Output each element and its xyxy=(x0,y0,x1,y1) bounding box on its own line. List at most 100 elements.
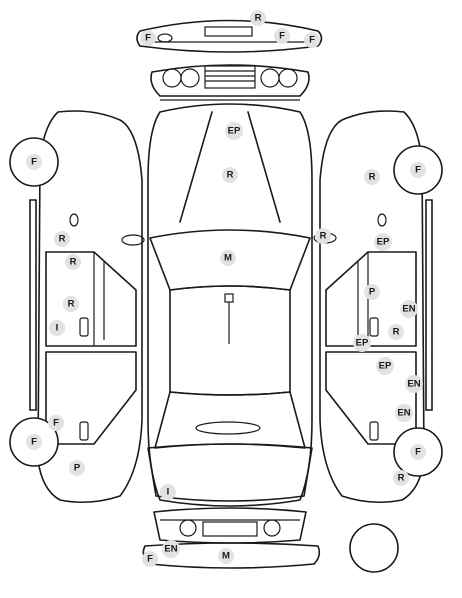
marker-code: F xyxy=(309,35,315,46)
damage-marker-r-rear-wheel: F xyxy=(410,444,426,460)
damage-marker-r-en3: EN xyxy=(395,404,413,422)
damage-marker-fb-f1: F xyxy=(140,30,156,46)
marker-code: EP xyxy=(228,126,241,137)
marker-badge xyxy=(374,233,392,251)
marker-badge xyxy=(353,334,371,352)
marker-badge xyxy=(410,162,426,178)
damage-marker-r-r2: R xyxy=(388,324,404,340)
marker-code: F xyxy=(145,33,151,44)
marker-badge xyxy=(48,415,64,431)
marker-code: EN xyxy=(407,379,420,390)
damage-marker-fb-f2: F xyxy=(274,28,290,44)
damage-marker-r-ep3: EP xyxy=(376,357,394,375)
marker-code: R xyxy=(369,172,376,183)
marker-code: R xyxy=(255,13,262,24)
marker-badge xyxy=(250,10,266,26)
damage-marker-l-f-small: F xyxy=(48,415,64,431)
marker-badge xyxy=(65,254,81,270)
marker-badge xyxy=(54,231,70,247)
damage-marker-hood-r: R xyxy=(222,167,238,183)
marker-code: F xyxy=(147,554,153,565)
damage-marker-r-en1: EN xyxy=(400,300,418,318)
front-bumper xyxy=(136,19,323,53)
marker-badge xyxy=(63,296,79,312)
damage-marker-r-r1: R xyxy=(364,169,380,185)
damage-marker-l-r3: R xyxy=(63,296,79,312)
marker-badge xyxy=(225,122,243,140)
marker-badge xyxy=(315,228,331,244)
marker-badge xyxy=(395,404,413,422)
marker-badge xyxy=(218,548,234,564)
marker-badge xyxy=(393,470,409,486)
marker-code: M xyxy=(222,551,230,562)
damage-marker-l-p: P xyxy=(69,460,85,476)
marker-badge xyxy=(388,324,404,340)
damage-marker-r-ep2: EP xyxy=(353,334,371,352)
marker-badge xyxy=(222,167,238,183)
damage-marker-r-en2: EN xyxy=(405,375,423,393)
marker-badge xyxy=(160,484,176,500)
damage-marker-r-front-wheel: F xyxy=(410,162,426,178)
marker-badge xyxy=(410,444,426,460)
damage-marker-l-i: I xyxy=(49,320,65,336)
marker-code: EN xyxy=(164,544,177,555)
marker-badge xyxy=(376,357,394,375)
marker-badge xyxy=(140,30,156,46)
marker-code: F xyxy=(31,157,37,168)
marker-badge xyxy=(304,32,320,48)
damage-marker-l-front-wheel: F xyxy=(26,154,42,170)
marker-badge xyxy=(364,284,380,300)
damage-marker-rb-f: F xyxy=(142,551,158,567)
marker-code: F xyxy=(415,165,421,176)
damage-marker-r-ep1: EP xyxy=(374,233,392,251)
car-top-view xyxy=(121,103,337,507)
marker-code: R xyxy=(227,170,234,181)
car-right-side xyxy=(319,110,433,504)
marker-code: R xyxy=(320,231,327,242)
marker-code: I xyxy=(56,323,59,334)
marker-code: F xyxy=(31,437,37,448)
marker-code: R xyxy=(393,327,400,338)
marker-badge xyxy=(162,540,180,558)
damage-marker-rb-en: EN xyxy=(162,540,180,558)
damage-marker-fb-f3: F xyxy=(304,32,320,48)
marker-badge xyxy=(142,551,158,567)
marker-badge xyxy=(49,320,65,336)
marker-badge xyxy=(220,250,236,266)
marker-badge xyxy=(405,375,423,393)
damage-marker-r-p: P xyxy=(364,284,380,300)
marker-badge xyxy=(400,300,418,318)
car-left-side xyxy=(29,110,143,504)
damage-marker-trunk-i: I xyxy=(160,484,176,500)
marker-code: EN xyxy=(397,408,410,419)
damage-marker-l-rear-wheel: F xyxy=(26,434,42,450)
marker-badge xyxy=(274,28,290,44)
marker-code: EN xyxy=(402,304,415,315)
marker-code: EP xyxy=(379,361,392,372)
rear-fascia xyxy=(153,507,307,544)
marker-code: F xyxy=(53,418,59,429)
front-fascia xyxy=(150,64,310,101)
marker-badge xyxy=(26,154,42,170)
damage-marker-fb-r: R xyxy=(250,10,266,26)
marker-code: R xyxy=(398,473,405,484)
marker-code: F xyxy=(279,31,285,42)
marker-code: P xyxy=(74,463,81,474)
marker-code: R xyxy=(70,257,77,268)
damage-marker-roof-m: M xyxy=(220,250,236,266)
damage-marker-l-r2: R xyxy=(65,254,81,270)
marker-code: F xyxy=(415,447,421,458)
damage-marker-l-r1: R xyxy=(54,231,70,247)
marker-code: P xyxy=(369,287,376,298)
marker-code: R xyxy=(68,299,75,310)
marker-badge xyxy=(69,460,85,476)
marker-badge xyxy=(26,434,42,450)
marker-code: EP xyxy=(377,237,390,248)
marker-code: EP xyxy=(356,338,369,349)
damage-marker-r-r3: R xyxy=(393,470,409,486)
damage-marker-rb-m: M xyxy=(218,548,234,564)
marker-code: I xyxy=(167,487,170,498)
